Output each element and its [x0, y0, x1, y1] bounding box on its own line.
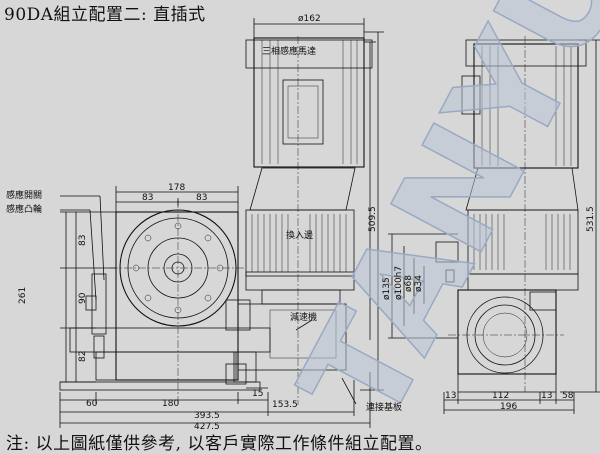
- dim-261: 261: [18, 287, 28, 304]
- sensing-cam-label: 感應凸輪: [6, 203, 42, 215]
- dim-83-right: 83: [196, 193, 207, 203]
- indexer-housing: [59, 200, 271, 405]
- dim-60: 60: [86, 399, 98, 409]
- dim-phi162: ø162: [298, 14, 321, 24]
- motor-label: 三相感應馬達: [262, 45, 316, 57]
- side-view: [364, 36, 600, 414]
- dim-82: 82: [78, 351, 88, 362]
- dim-178: 178: [168, 183, 185, 193]
- dim-180: 180: [162, 399, 179, 409]
- adapter-plate-label: 連接基板: [366, 401, 402, 413]
- dim-phi68: ø68: [404, 275, 414, 292]
- dim-83-vertical: 83: [78, 235, 88, 246]
- dim-90: 90: [78, 292, 88, 304]
- dim-58: 58: [562, 391, 574, 401]
- side-housing: [435, 241, 564, 393]
- dim-196: 196: [500, 402, 517, 412]
- watermark-logo: TANYU: [270, 0, 600, 449]
- proximity-switch-label: 感應開關: [6, 189, 42, 201]
- dim-phi100h7: ø100h7: [394, 266, 404, 300]
- front-view: [59, 18, 384, 428]
- dim-393-5: 393.5: [194, 411, 220, 421]
- side-dimensions: [364, 39, 600, 414]
- housing-mark-label: 換入邊: [286, 229, 313, 241]
- side-fins: [465, 167, 579, 291]
- dim-427-5: 427.5: [194, 422, 220, 432]
- dim-15: 15: [252, 389, 263, 399]
- dim-153-5: 153.5: [272, 400, 298, 410]
- drawing-title: 90DA組立配置二: 直插式: [4, 5, 206, 25]
- dim-531-5: 531.5: [586, 206, 596, 232]
- front-dimensions: [59, 18, 384, 428]
- dim-13-left: 13: [445, 391, 456, 401]
- motor-body: [245, 36, 373, 405]
- dim-phi135: ø135: [382, 277, 392, 300]
- reducer-label: 減速機: [290, 311, 317, 323]
- dim-phi34: ø34: [414, 275, 424, 292]
- footer-note: 注: 以上圖紙僅供參考, 以客戶實際工作條件組立配置。: [6, 434, 433, 454]
- dim-13-right: 13: [541, 391, 552, 401]
- dim-509-5: 509.5: [368, 206, 378, 232]
- dim-112: 112: [492, 391, 509, 401]
- dim-83-left: 83: [142, 193, 153, 203]
